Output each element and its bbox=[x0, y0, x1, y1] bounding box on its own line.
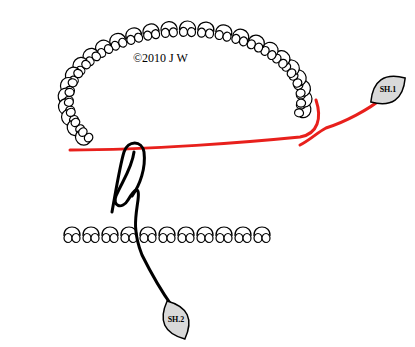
double-stitch bbox=[197, 21, 215, 38]
core-thread-ring bbox=[70, 100, 319, 150]
shuttle-label: SH.1 bbox=[380, 86, 397, 94]
double-stitch bbox=[142, 23, 161, 41]
shuttle: SH.2 bbox=[153, 297, 199, 343]
double-stitch bbox=[159, 227, 175, 243]
double-stitch bbox=[197, 227, 213, 243]
double-stitch bbox=[178, 227, 194, 243]
double-stitch bbox=[72, 126, 94, 148]
ring-stitches bbox=[57, 21, 312, 148]
double-stitch bbox=[216, 227, 232, 243]
core-thread-to-shuttle bbox=[300, 97, 384, 145]
core-thread bbox=[70, 97, 384, 150]
double-stitch bbox=[102, 227, 118, 243]
double-stitch bbox=[179, 21, 195, 37]
double-stitch bbox=[160, 21, 177, 38]
shuttle: SH.1 bbox=[365, 67, 411, 113]
double-stitch bbox=[231, 27, 251, 47]
shuttle-label: SH.2 bbox=[168, 316, 185, 324]
copyright-note: ©2010 J W bbox=[133, 52, 188, 64]
double-stitch bbox=[83, 227, 99, 243]
working-thread bbox=[112, 143, 172, 306]
double-stitch bbox=[140, 227, 156, 243]
double-stitch bbox=[214, 23, 233, 41]
double-stitch bbox=[254, 227, 270, 243]
chain-stitches bbox=[64, 227, 270, 243]
working-thread-to-shuttle bbox=[115, 152, 172, 306]
double-stitch bbox=[64, 227, 80, 243]
double-stitch bbox=[235, 227, 251, 243]
